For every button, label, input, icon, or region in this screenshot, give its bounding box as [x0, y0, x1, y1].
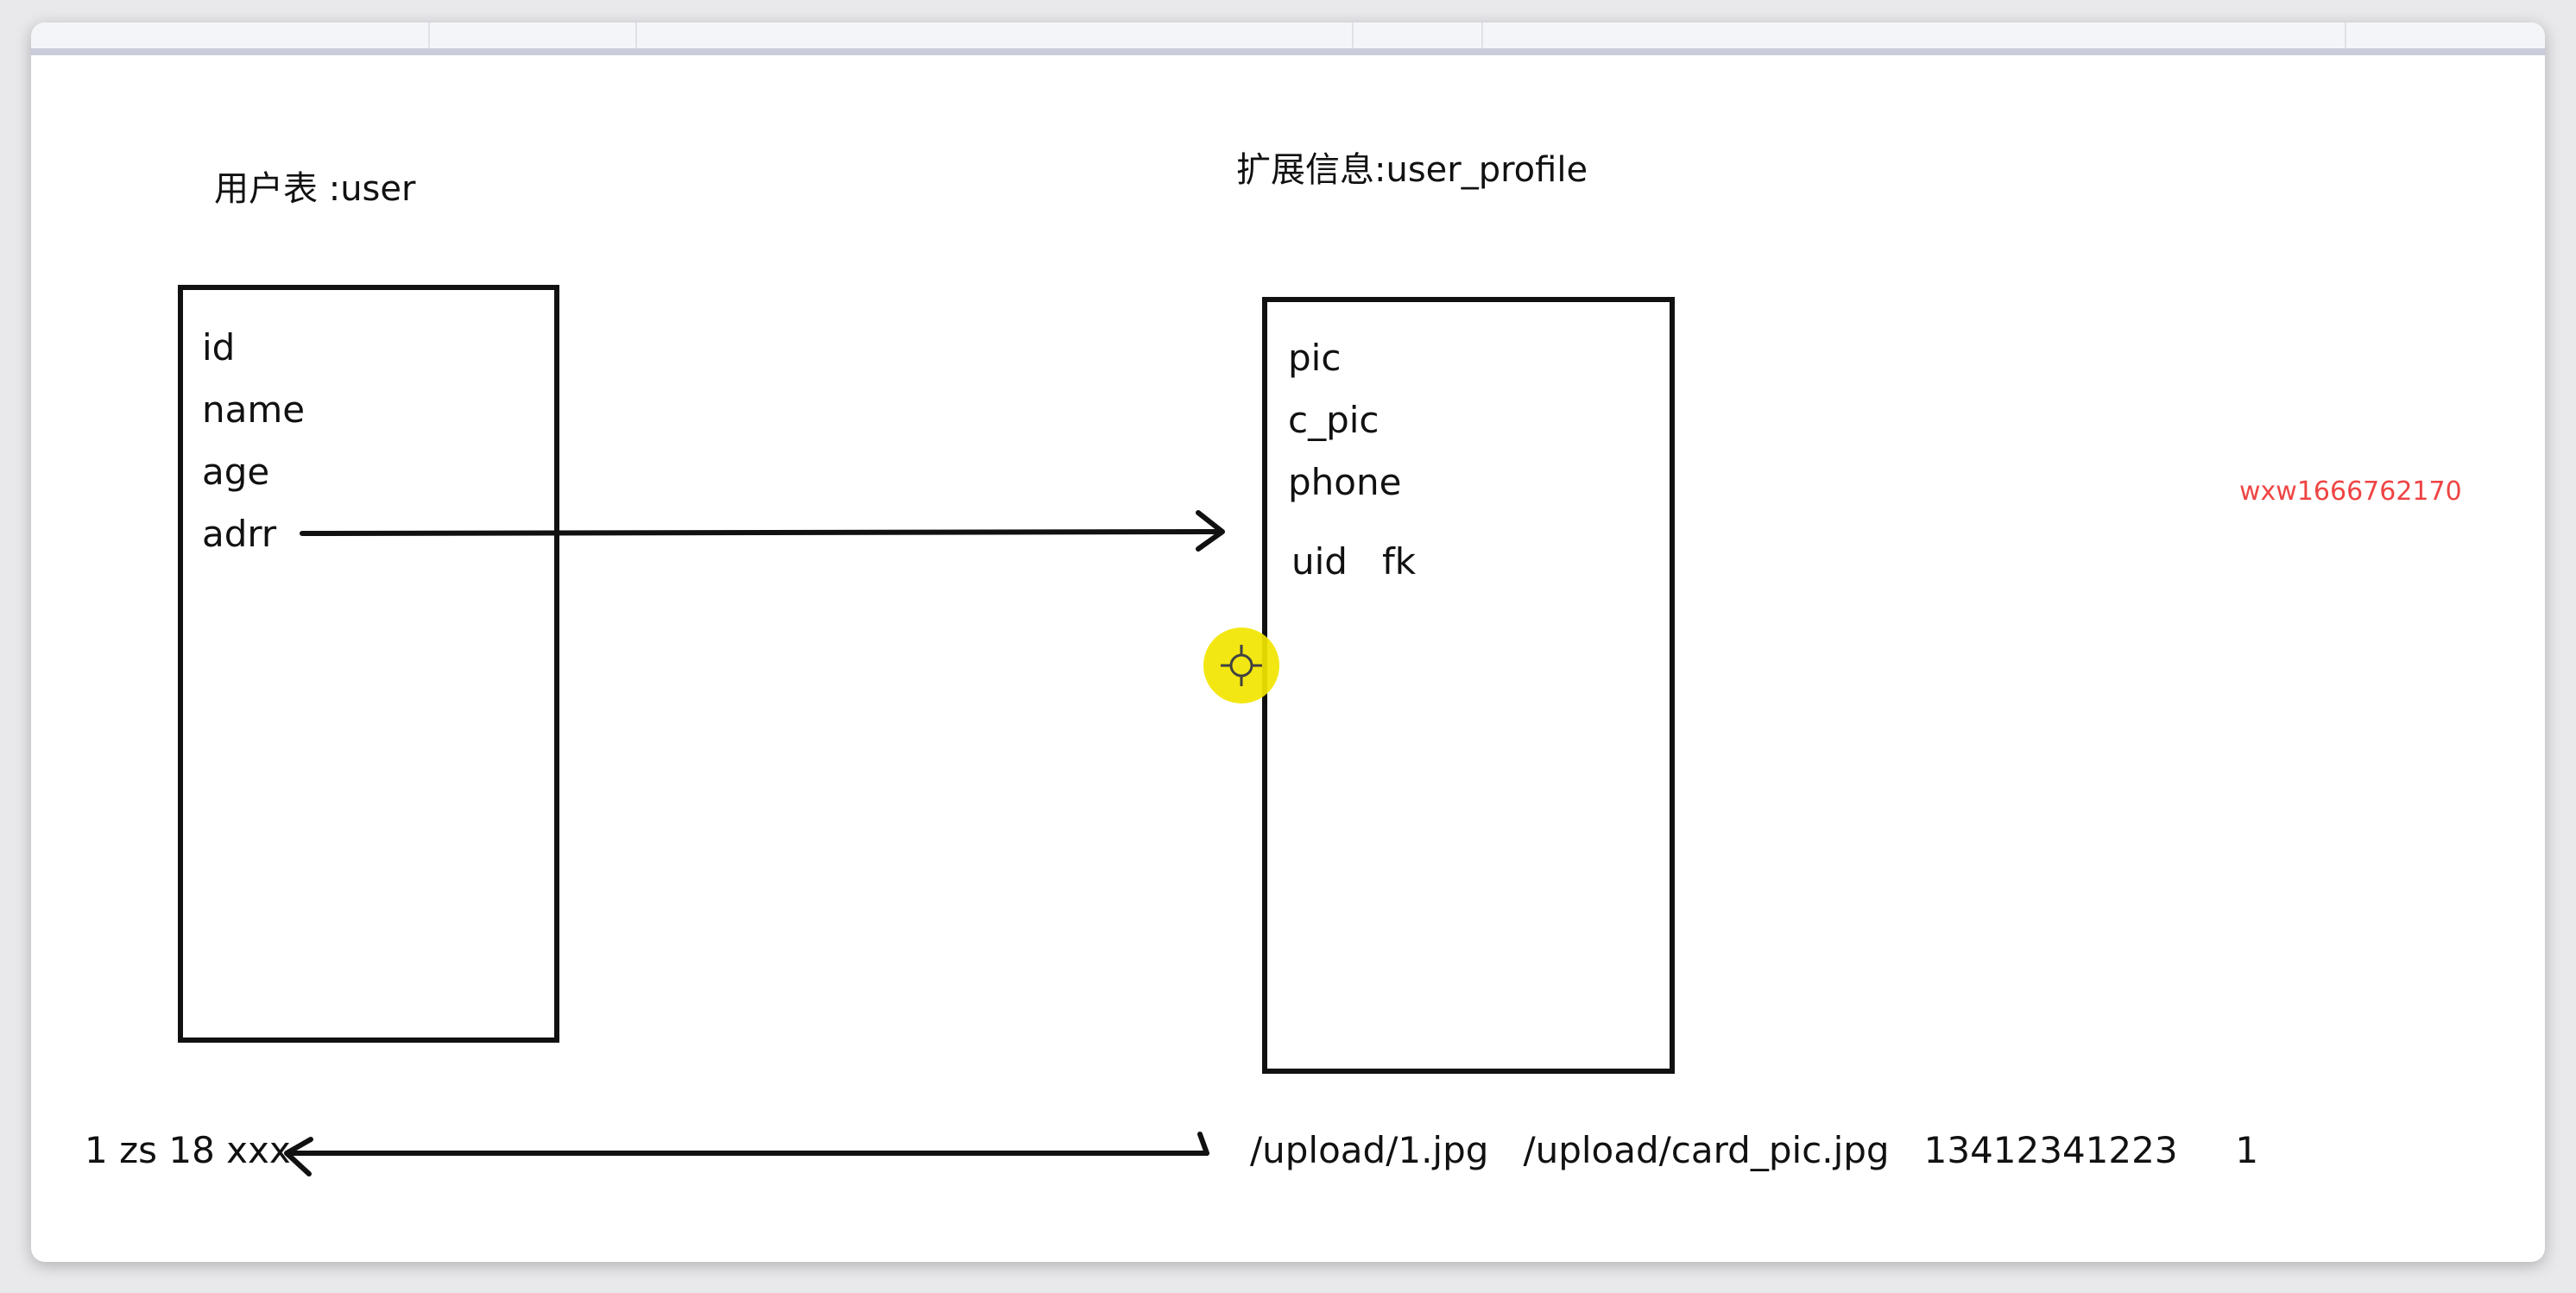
user-field-id: id [202, 326, 236, 369]
profile-field-phone: phone [1288, 461, 1402, 503]
whiteboard-window: 用户表 :user id name age adrr 扩展信息:user_pro… [31, 22, 2545, 1262]
data-arrow-tick-right [1197, 1132, 1209, 1156]
diagram-canvas: 用户表 :user id name age adrr 扩展信息:user_pro… [31, 22, 2545, 1262]
user-sample-row: 1 zs 18 xxx [85, 1129, 291, 1171]
partial-table-header-strip [31, 22, 2545, 55]
arrows-layer [284, 510, 1225, 1176]
user-profile-table-title: 扩展信息:user_profile [1236, 150, 1588, 190]
profile-field-pic: pic [1288, 337, 1342, 379]
user-field-age: age [202, 451, 270, 493]
header-cell [428, 22, 637, 48]
relation-arrow-line [300, 529, 1220, 536]
user-field-name: name [202, 388, 306, 431]
relation-arrow-head [1196, 510, 1225, 552]
user-field-adrr: adrr [202, 513, 277, 555]
header-cell [1481, 22, 2346, 48]
header-cell [31, 22, 430, 48]
watermark-text: wxw1666762170 [2239, 476, 2462, 507]
header-cell [1352, 22, 1483, 48]
data-arrow-head-left [284, 1137, 313, 1176]
user-table-title: 用户表 :user [214, 169, 416, 209]
profile-field-uid-fk: uid fk [1291, 540, 1417, 583]
user-table-box [178, 285, 559, 1043]
profile-field-c-pic: c_pic [1288, 399, 1380, 441]
profile-sample-row: /upload/1.jpg /upload/card_pic.jpg 13412… [1250, 1129, 2259, 1171]
header-cell [635, 22, 1354, 48]
crosshair-pointer-icon [1203, 628, 1279, 703]
